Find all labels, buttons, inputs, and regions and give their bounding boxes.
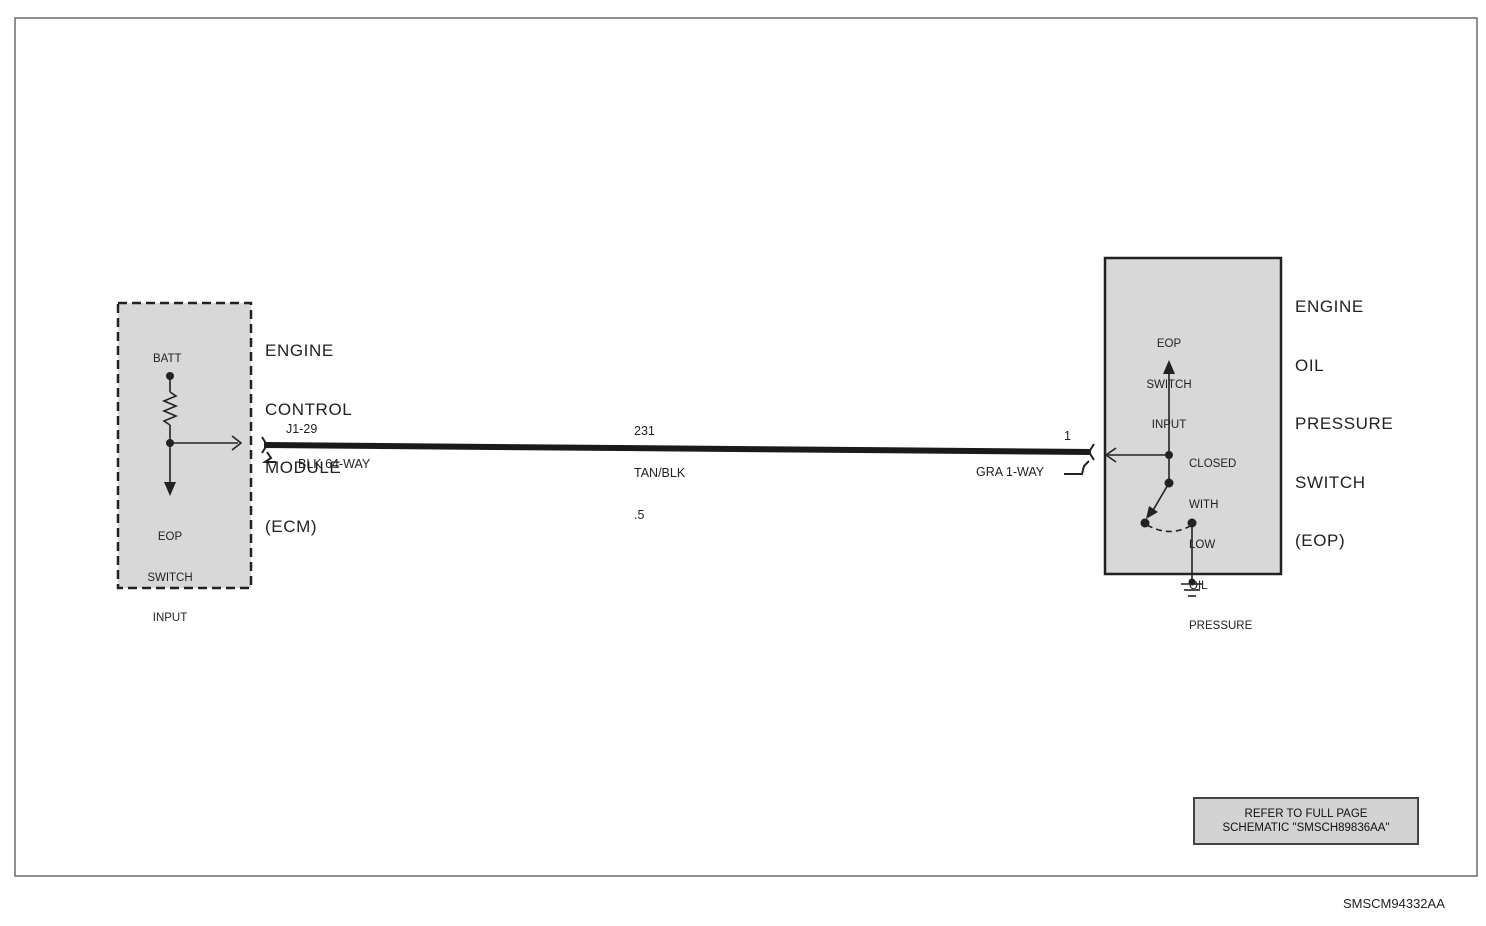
ecm-input-line: EOP — [157, 531, 183, 543]
ecm-batt-node — [166, 372, 174, 380]
ecm-input-line: SWITCH — [147, 571, 193, 584]
eop-input-label: EOP SWITCH INPUT — [1139, 311, 1199, 446]
eop-connector-label: GRA 1-WAY — [976, 465, 1045, 479]
ground-node — [1188, 578, 1196, 586]
wire-label: 231 TAN/BLK .5 — [634, 396, 685, 536]
eop-title-line: PRESSURE — [1295, 414, 1394, 433]
eop-title: ENGINE OIL PRESSURE SWITCH (EOP) — [1295, 258, 1393, 570]
eop-input-arrow — [1163, 360, 1175, 374]
eop-state-line: CLOSED — [1189, 458, 1237, 470]
eop-input-line: EOP — [1156, 338, 1182, 350]
ecm-batt-label: BATT — [153, 353, 182, 365]
eop-title-line: (EOP) — [1295, 531, 1346, 550]
ecm-connector-label: BLK 64-WAY — [298, 457, 371, 471]
eop-state-line: OIL — [1189, 579, 1208, 592]
ecm-input-label: EOP SWITCH INPUT — [140, 504, 200, 639]
ecm-input-arrow — [164, 482, 176, 496]
eop-switch-contact-right — [1187, 518, 1197, 528]
eop-switch-pivot — [1164, 478, 1174, 488]
ecm-connector-symbol — [261, 436, 276, 463]
eop-state-label: CLOSED WITH LOW OIL PRESSURE — [1189, 431, 1252, 647]
wire-231 — [263, 442, 1092, 455]
ecm-input-line: INPUT — [152, 612, 188, 624]
eop-title-line: SWITCH — [1295, 472, 1366, 492]
eop-input-line: INPUT — [1151, 419, 1187, 431]
ecm-junction-node — [166, 439, 174, 447]
eop-input-line: SWITCH — [1146, 378, 1192, 391]
eop-switch-contact-left — [1140, 518, 1150, 528]
diagram-border — [14, 17, 1478, 877]
eop-connector-symbol — [1064, 443, 1095, 475]
wire-circuit-number: 231 — [634, 424, 655, 438]
reference-note-box: REFER TO FULL PAGE SCHEMATIC "SMSCH89836… — [1193, 797, 1419, 845]
ecm-title-line: (ECM) — [265, 516, 318, 536]
eop-state-line: WITH — [1189, 498, 1219, 511]
ecm-title: ENGINE CONTROL MODULE (ECM) — [265, 302, 352, 556]
wire-color: TAN/BLK — [634, 466, 686, 480]
eop-junction-node — [1165, 451, 1173, 459]
ecm-title-line: MODULE — [265, 458, 342, 477]
reference-note-line-1: REFER TO FULL PAGE — [1244, 808, 1368, 820]
reference-note-line-2: SCHEMATIC "SMSCH89836AA" — [1222, 821, 1390, 834]
wire-gauge: .5 — [634, 508, 645, 522]
eop-title-line: ENGINE — [1295, 297, 1364, 316]
ecm-pin-label: J1-29 — [286, 422, 318, 436]
eop-state-line: PRESSURE — [1189, 620, 1253, 632]
eop-switch-blade-arrow — [1146, 506, 1158, 519]
ecm-title-line: CONTROL — [265, 399, 353, 419]
eop-internal-circuit — [1104, 372, 1203, 597]
eop-title-line: OIL — [1295, 355, 1325, 375]
eop-pin-label: 1 — [1064, 429, 1071, 443]
eop-state-line: LOW — [1189, 539, 1216, 551]
ecm-box — [116, 301, 253, 590]
figure-id: SMSCM94332AA — [1343, 896, 1445, 911]
ecm-title-line: ENGINE — [265, 341, 334, 360]
